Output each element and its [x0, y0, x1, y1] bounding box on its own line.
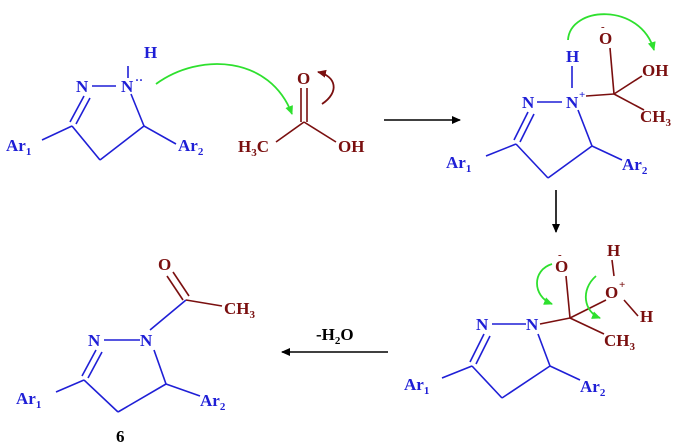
product-acetyl-bonds: [166, 271, 223, 307]
alkoxide-oxygen-label: O: [599, 29, 612, 48]
oxonium-hydrogen-top-label: H: [607, 241, 620, 260]
aryl-2-label: Ar2: [178, 136, 204, 158]
ring-bonds: [41, 66, 177, 161]
alkoxide-reform-arrow: [536, 263, 553, 305]
intermediate-ring-bonds: [485, 66, 623, 179]
tetrahedral-intermediate: H N N + Ar1 Ar2 - O OH CH3: [446, 21, 672, 179]
product-aryl-1-label: Ar1: [16, 389, 41, 411]
product-nitrogen-1-label: N: [88, 331, 101, 350]
acid-bonds: [275, 88, 337, 143]
protonated-intermediate: N N Ar1 Ar2 - O O + H H CH3: [404, 241, 653, 399]
water-elimination-label: -H2O: [316, 325, 354, 347]
methyl-label: H3C: [238, 137, 269, 159]
product-aryl-2-label: Ar2: [200, 391, 226, 413]
acetic-acid: O H3C OH: [238, 69, 364, 159]
product-nitrogen-2-label: N: [140, 331, 153, 350]
alkoxide-charge: -: [601, 21, 605, 33]
oxonium-hydrogen-bottom-label: H: [640, 307, 653, 326]
intermediate-aryl-1-label: Ar1: [446, 153, 471, 175]
protonated-nitrogen-2-label: N: [526, 315, 539, 334]
intermediate-methyl-label: CH3: [640, 107, 672, 129]
nucleophilic-attack-arrow: [155, 63, 293, 115]
oxonium-charge: +: [619, 279, 625, 291]
pyrazoline-reactant: H N N ·· Ar1 Ar2: [6, 43, 204, 161]
water-leaving-arrow: [585, 275, 601, 319]
product-carbonyl-oxygen-label: O: [158, 255, 171, 274]
protonated-aryl-1-label: Ar1: [404, 375, 429, 397]
oxonium-oxygen-label: O: [605, 283, 618, 302]
intermediate-aryl-2-label: Ar2: [622, 155, 648, 177]
product-ring-bonds: [55, 299, 201, 413]
protonated-alkoxide-oxygen-label: O: [555, 257, 568, 276]
carbonyl-pi-shift-arrow: [317, 69, 335, 105]
protonated-alkoxide-charge: -: [558, 249, 562, 261]
intermediate-hydrogen-label: H: [566, 47, 579, 66]
hydroxyl-label: OH: [338, 137, 364, 156]
hydrogen-label: H: [144, 43, 157, 62]
nitrogen-2-label: N: [121, 77, 134, 96]
protonated-methyl-label: CH3: [604, 331, 636, 353]
ammonium-charge: +: [579, 89, 585, 101]
protonated-nitrogen-1-label: N: [476, 315, 489, 334]
compound-number: 6: [116, 427, 125, 446]
intermediate-nitrogen-1-label: N: [522, 93, 535, 112]
protonated-ring-bonds: [441, 323, 581, 399]
protonated-aryl-2-label: Ar2: [580, 377, 606, 399]
intermediate-nitrogen-2-label: N: [566, 93, 579, 112]
intermediate-acid-bonds: [585, 47, 645, 111]
product-methyl-label: CH3: [224, 299, 256, 321]
product-6: N N Ar1 Ar2 O CH3 6: [16, 255, 256, 446]
aryl-1-label: Ar1: [6, 136, 31, 158]
lone-pair: ··: [135, 73, 143, 87]
nitrogen-1-label: N: [76, 77, 89, 96]
carbonyl-oxygen-label: O: [297, 69, 310, 88]
intermediate-hydroxyl-label: OH: [642, 61, 668, 80]
proton-transfer-arrow: [567, 13, 656, 51]
